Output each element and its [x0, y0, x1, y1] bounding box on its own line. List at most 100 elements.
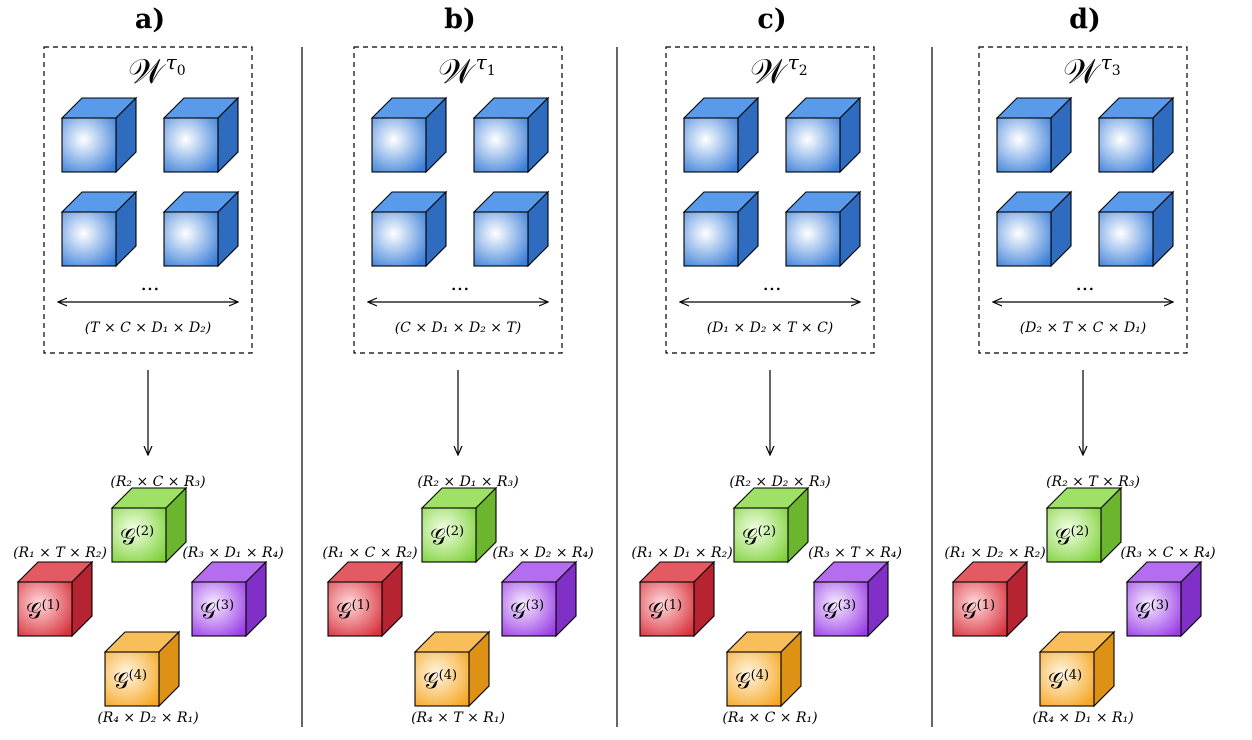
core-name: 𝒢(1)	[648, 598, 682, 624]
core-dimension-label: (R₂ × C × R₃)	[110, 474, 205, 490]
core-dimension-label: (R₄ × C × R₁)	[722, 710, 817, 726]
tensor-slice-cube	[784, 190, 862, 268]
core-index: (3)	[1151, 598, 1169, 613]
panel-label: a)	[135, 4, 165, 35]
core-cube-4: 𝒢(4)	[413, 630, 491, 708]
core-name: 𝒢(2)	[1055, 524, 1089, 550]
tensor-frame	[43, 46, 253, 354]
tensor-ellipsis: ...	[450, 271, 469, 295]
core-name: 𝒢(2)	[430, 524, 464, 550]
core-symbol: 𝒢	[113, 669, 129, 694]
tensor-slice-cube	[682, 96, 760, 174]
core-index: (2)	[446, 524, 464, 539]
core-index: (3)	[216, 598, 234, 613]
core-cube-3: 𝒢(3)	[500, 560, 578, 638]
core-symbol: 𝒢	[961, 599, 977, 624]
core-name: 𝒢(2)	[742, 524, 776, 550]
tensor-slice-cube	[1097, 96, 1175, 174]
core-dimension-label: (R₃ × T × R₄)	[808, 545, 902, 561]
tensor-slice-cube	[472, 190, 550, 268]
core-symbol: 𝒢	[648, 599, 664, 624]
core-dimension-label: (R₂ × T × R₃)	[1046, 474, 1140, 490]
core-dimension-label: (R₄ × T × R₁)	[411, 710, 505, 726]
core-index: (3)	[838, 598, 856, 613]
core-index: (1)	[977, 598, 995, 613]
tensor-shape-label: (D₁ × D₂ × T × C)	[707, 320, 834, 336]
tensor-superscript: τ	[166, 50, 178, 74]
core-index: (1)	[664, 598, 682, 613]
core-symbol: 𝒢	[336, 599, 352, 624]
core-name: 𝒢(3)	[822, 598, 856, 624]
core-name: 𝒢(3)	[510, 598, 544, 624]
tensor-frame	[978, 46, 1188, 354]
core-name: 𝒢(4)	[113, 668, 147, 694]
tensor-slice-cube	[370, 190, 448, 268]
panel-label: b)	[444, 4, 476, 35]
core-symbol: 𝒢	[26, 599, 42, 624]
core-name: 𝒢(4)	[735, 668, 769, 694]
core-dimension-label: (R₄ × D₁ × R₁)	[1032, 710, 1133, 726]
core-dimension-label: (R₃ × D₁ × R₄)	[182, 545, 283, 561]
core-name: 𝒢(1)	[336, 598, 370, 624]
core-index: (4)	[751, 668, 769, 683]
tensor-shape-label: (D₂ × T × C × D₁)	[1020, 320, 1147, 336]
core-index: (4)	[439, 668, 457, 683]
tensor-symbol-glyph: 𝒲	[750, 52, 789, 92]
tensor-superscript: τ	[788, 50, 800, 74]
core-cube-3: 𝒢(3)	[190, 560, 268, 638]
core-symbol: 𝒢	[1048, 669, 1064, 694]
core-index: (2)	[136, 524, 154, 539]
core-dimension-label: (R₃ × C × R₄)	[1120, 545, 1215, 561]
core-dimension-label: (R₁ × D₂ × R₂)	[944, 545, 1045, 561]
panel-label: c)	[757, 4, 786, 35]
core-cube-3: 𝒢(3)	[1125, 560, 1203, 638]
core-cube-2: 𝒢(2)	[732, 486, 810, 564]
core-index: (2)	[1071, 524, 1089, 539]
core-cube-3: 𝒢(3)	[812, 560, 890, 638]
core-symbol: 𝒢	[822, 599, 838, 624]
core-symbol: 𝒢	[430, 525, 446, 550]
core-cube-4: 𝒢(4)	[1038, 630, 1116, 708]
tensor-ellipsis: ...	[1075, 271, 1094, 295]
core-symbol: 𝒢	[200, 599, 216, 624]
tensor-superscript: τ	[476, 50, 488, 74]
core-cube-4: 𝒢(4)	[725, 630, 803, 708]
core-cube-1: 𝒢(1)	[326, 560, 404, 638]
core-symbol: 𝒢	[423, 669, 439, 694]
tensor-shape-label: (C × D₁ × D₂ × T)	[395, 320, 522, 336]
core-index: (1)	[42, 598, 60, 613]
tensor-slice-cube	[682, 190, 760, 268]
tensor-subscript: 1	[487, 63, 496, 79]
core-symbol: 𝒢	[510, 599, 526, 624]
core-dimension-label: (R₁ × C × R₂)	[322, 545, 417, 561]
tensor-subscript: 3	[1112, 63, 1121, 79]
core-dimension-label: (R₃ × D₂ × R₄)	[492, 545, 593, 561]
core-name: 𝒢(3)	[1135, 598, 1169, 624]
tensor-slice-cube	[1097, 190, 1175, 268]
core-symbol: 𝒢	[120, 525, 136, 550]
tensor-subscript: 2	[799, 63, 808, 79]
core-name: 𝒢(4)	[1048, 668, 1082, 694]
core-dimension-label: (R₂ × D₁ × R₃)	[417, 474, 518, 490]
core-index: (4)	[1064, 668, 1082, 683]
tensor-shape-label: (T × C × D₁ × D₂)	[85, 320, 212, 336]
core-dimension-label: (R₂ × D₂ × R₃)	[729, 474, 830, 490]
core-cube-1: 𝒢(1)	[951, 560, 1029, 638]
tensor-slice-cube	[162, 190, 240, 268]
core-index: (3)	[526, 598, 544, 613]
core-name: 𝒢(4)	[423, 668, 457, 694]
core-cube-2: 𝒢(2)	[420, 486, 498, 564]
core-symbol: 𝒢	[1055, 525, 1071, 550]
core-cube-1: 𝒢(1)	[638, 560, 716, 638]
core-cube-4: 𝒢(4)	[103, 630, 181, 708]
core-index: (2)	[758, 524, 776, 539]
tensor-frame	[665, 46, 875, 354]
core-cube-1: 𝒢(1)	[16, 560, 94, 638]
